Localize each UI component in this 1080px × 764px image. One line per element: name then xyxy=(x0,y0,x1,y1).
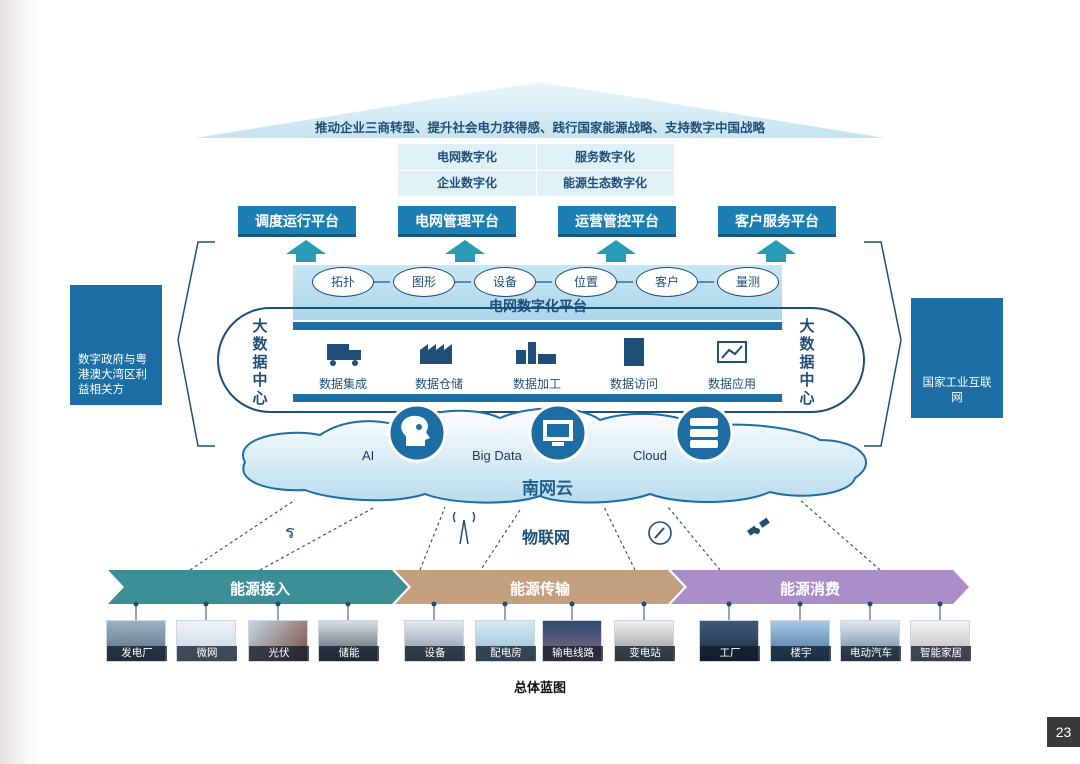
photo-building: 楼宇 xyxy=(770,620,831,662)
right-panel-label: 国家工业互联网 xyxy=(922,377,992,404)
roof-shape xyxy=(195,82,885,138)
photo-label: 智能家居 xyxy=(911,646,971,661)
digitalization-grid: 电网数字化 xyxy=(398,144,537,171)
capability-customer: 客户 xyxy=(636,267,698,297)
photo-transmission-line: 输电线路 xyxy=(542,620,603,662)
photo-smart-home: 智能家居 xyxy=(910,620,971,662)
photo-label: 设备 xyxy=(405,646,465,661)
photo-factory: 工厂 xyxy=(699,620,760,662)
iot-links xyxy=(189,499,881,571)
left-panel-label: 数字政府与粤港澳大湾区利益相关方 xyxy=(78,354,147,396)
capability-location: 位置 xyxy=(555,267,617,297)
segment-energy-consumption xyxy=(671,570,969,604)
digitalization-service: 服务数字化 xyxy=(536,144,674,171)
photo-label: 输电线路 xyxy=(543,646,603,661)
photo-connectors xyxy=(135,604,941,620)
segment-energy-access xyxy=(108,570,408,604)
big-data-center-right: 大数据中心 xyxy=(799,318,815,407)
capability-topology: 拓扑 xyxy=(312,267,374,297)
photo-microgrid: 微网 xyxy=(176,620,237,662)
photo-distribution-room: 配电房 xyxy=(475,620,536,662)
iot-label: 物联网 xyxy=(522,530,571,547)
capability-equipment: 设备 xyxy=(474,267,536,297)
capability-measurement: 量测 xyxy=(717,267,779,297)
figure-caption: 总体蓝图 xyxy=(513,680,566,695)
platform-customer-service: 客户服务平台 xyxy=(718,206,836,237)
photo-label: 楼宇 xyxy=(771,646,831,661)
wave-icon: ร xyxy=(285,522,295,542)
grid-platform-band xyxy=(293,265,782,320)
left-stakeholder-panel: 数字政府与粤港澳大湾区利益相关方 xyxy=(70,285,162,405)
photo-storage: 储能 xyxy=(318,620,379,662)
data-service-icons xyxy=(327,338,747,366)
photo-label: 微网 xyxy=(177,646,237,661)
digitalization-energy-ecosystem: 能源生态数字化 xyxy=(562,176,647,190)
cloud-title: 南网云 xyxy=(522,479,573,498)
cloud-cloud-label: Cloud xyxy=(633,448,667,463)
service-integration: 数据集成 xyxy=(318,377,367,391)
photo-label: 储能 xyxy=(319,646,379,661)
photo-equipment: 设备 xyxy=(404,620,465,662)
left-chevron xyxy=(177,241,215,447)
service-processing: 数据加工 xyxy=(512,377,561,391)
page-number: 23 xyxy=(1047,717,1080,747)
plug-icon xyxy=(648,521,672,545)
cloud-ai-label: AI xyxy=(362,448,375,463)
digitalization-enterprise: 企业数字化 xyxy=(398,170,537,196)
digitalization-box: 电网数字化 服务数字化 企业数字化 能源生态数字化 xyxy=(398,144,674,196)
capability-graphics: 图形 xyxy=(393,267,455,297)
cloud-big-data-label: Big Data xyxy=(472,448,522,463)
big-data-center-left: 大数据中心 xyxy=(252,318,268,407)
platform-grid-management: 电网管理平台 xyxy=(398,206,516,237)
service-access: 数据访问 xyxy=(609,377,658,391)
segment-access-label: 能源接入 xyxy=(229,581,290,598)
service-warehouse: 数据仓储 xyxy=(414,377,463,391)
page-edge xyxy=(0,0,40,764)
platform-arrows xyxy=(286,240,796,262)
platform-dispatch: 调度运行平台 xyxy=(238,206,356,237)
photo-label: 变电站 xyxy=(615,646,675,661)
photo-label: 工厂 xyxy=(700,646,760,661)
right-chevron xyxy=(864,241,902,447)
grid-platform-title: 电网数字化平台 xyxy=(489,298,587,314)
antenna-icon xyxy=(452,511,476,545)
strategy-banner: 推动企业三商转型、提升社会电力获得感、践行国家能源战略、支持数字中国战略 xyxy=(314,121,765,135)
photo-label: 发电厂 xyxy=(107,646,167,661)
segment-consumption-label: 能源消费 xyxy=(779,581,840,598)
photo-substation: 变电站 xyxy=(614,620,675,662)
photo-label: 电动汽车 xyxy=(841,646,901,661)
photo-power-plant: 发电厂 xyxy=(106,620,167,662)
photo-label: 配电房 xyxy=(476,646,536,661)
photo-solar: 光伏 xyxy=(248,620,309,662)
photo-label: 光伏 xyxy=(249,646,309,661)
segment-transmission-label: 能源传输 xyxy=(509,581,570,598)
photo-ev: 电动汽车 xyxy=(840,620,901,662)
service-application: 数据应用 xyxy=(707,377,756,391)
platform-operations: 运营管控平台 xyxy=(558,206,676,237)
segment-energy-transmission xyxy=(395,570,684,604)
right-industrial-panel: 国家工业互联网 xyxy=(911,298,1003,418)
satellite-icon xyxy=(747,517,770,536)
